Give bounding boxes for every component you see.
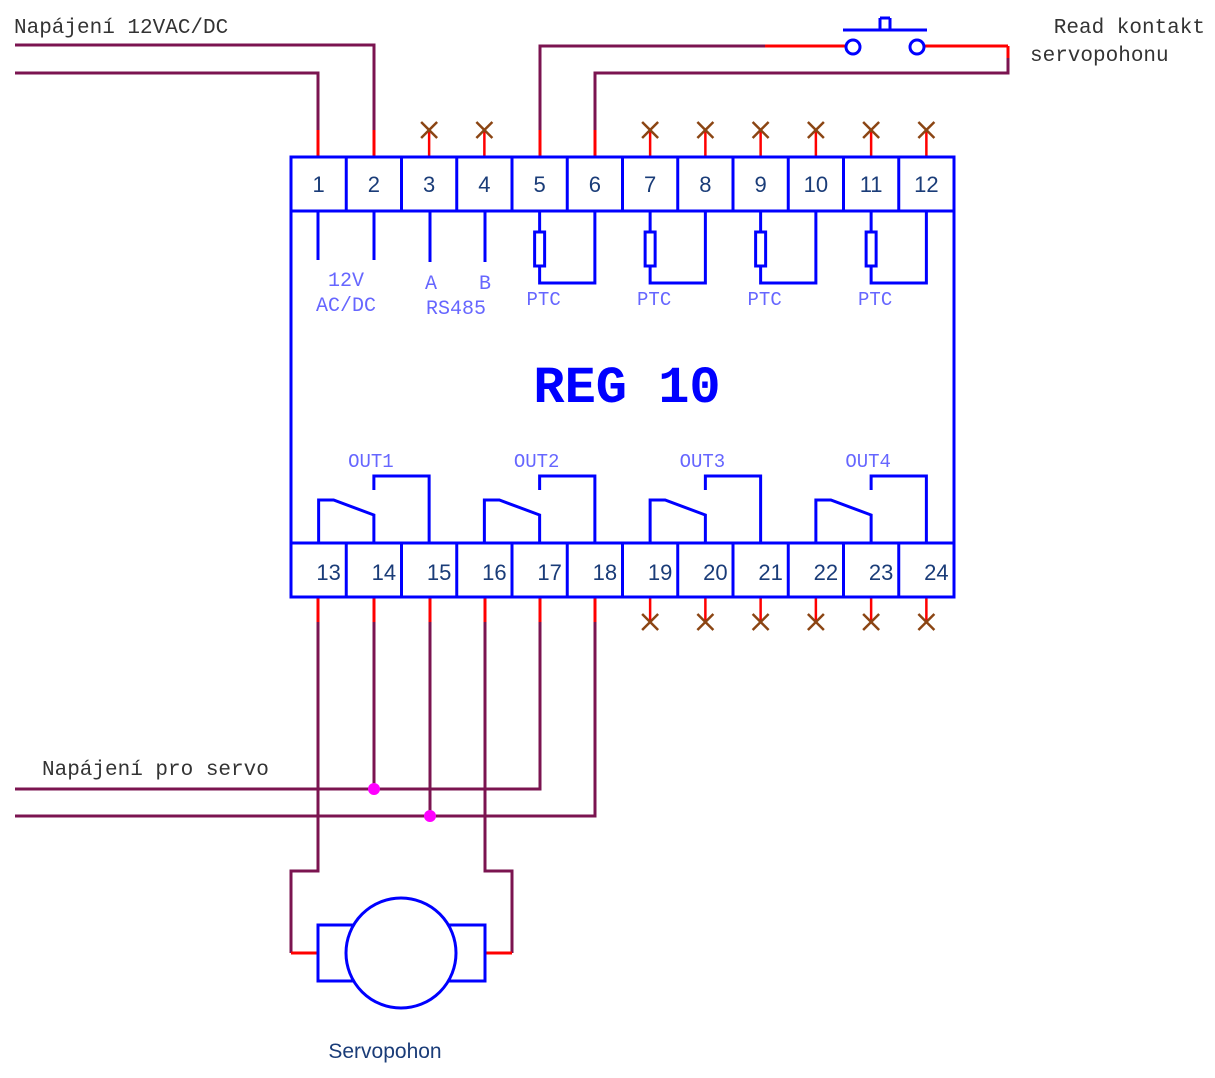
reg10-module bbox=[289, 155, 956, 599]
ptc-label: PTC bbox=[858, 289, 892, 311]
terminal-5: 5 bbox=[534, 172, 546, 197]
unused-terminal-mark-24 bbox=[917, 613, 936, 631]
unused-terminal-mark-9 bbox=[751, 121, 770, 139]
terminal-2: 2 bbox=[368, 172, 380, 197]
relay-output-label: OUT1 bbox=[348, 451, 394, 473]
terminal-24: 24 bbox=[924, 560, 948, 585]
relay-1 bbox=[317, 474, 431, 543]
terminal-6: 6 bbox=[589, 172, 601, 197]
terminal-17: 17 bbox=[537, 560, 561, 585]
relay-3 bbox=[648, 474, 763, 543]
unused-terminal-mark-11 bbox=[862, 121, 881, 139]
motor-wire-terminal-13 bbox=[289, 622, 320, 953]
servo-motor-label: Servopohon bbox=[328, 1040, 441, 1063]
terminal-21: 21 bbox=[758, 560, 782, 585]
motor-symbol bbox=[344, 896, 458, 1010]
reed-wire-terminal-5 bbox=[538, 44, 765, 130]
ptc-label: PTC bbox=[527, 289, 561, 311]
unused-terminal-mark-20 bbox=[696, 613, 715, 631]
terminal-12: 12 bbox=[914, 172, 938, 197]
reed-wire-terminal-6 bbox=[593, 55, 1010, 130]
junctions bbox=[368, 783, 436, 822]
ptc-sensor-4 bbox=[864, 211, 928, 285]
unused-terminal-mark-4 bbox=[475, 121, 494, 139]
reed-contact-label-line2: servopohonu bbox=[1030, 45, 1169, 68]
terminal-15: 15 bbox=[427, 560, 451, 585]
unused-terminal-mark-21 bbox=[751, 613, 770, 631]
ptc-label: PTC bbox=[748, 289, 782, 311]
terminal-stubs bbox=[291, 44, 1010, 955]
power-terminal-label-line2: AC/DC bbox=[316, 295, 376, 318]
unused-terminal-mark-3 bbox=[420, 121, 439, 139]
junction-dot bbox=[368, 783, 380, 795]
terminal-23: 23 bbox=[869, 560, 893, 585]
terminal-16: 16 bbox=[482, 560, 506, 585]
unused-terminal-mark-8 bbox=[696, 121, 715, 139]
rs485-b-label: B bbox=[479, 273, 491, 296]
motor-wire-terminal-16 bbox=[483, 622, 514, 953]
relay-4 bbox=[814, 474, 928, 543]
terminal-19: 19 bbox=[648, 560, 672, 585]
terminal-4: 4 bbox=[478, 172, 490, 197]
terminal-14: 14 bbox=[372, 560, 396, 585]
power-wire-terminal-1 bbox=[15, 71, 320, 130]
rs485-a-label: A bbox=[425, 273, 437, 296]
relay-output-label: OUT2 bbox=[514, 451, 560, 473]
terminal-9: 9 bbox=[755, 172, 767, 197]
relay-2 bbox=[482, 474, 597, 543]
terminal-22: 22 bbox=[814, 560, 838, 585]
power-wire-terminal-2 bbox=[15, 43, 376, 130]
terminal-10: 10 bbox=[804, 172, 828, 197]
unused-marks bbox=[420, 121, 936, 631]
ptc-sensor-2 bbox=[643, 211, 707, 285]
ptc-sensor-1 bbox=[533, 211, 597, 285]
servo-supply-wire-a bbox=[15, 622, 542, 791]
terminal-18: 18 bbox=[593, 560, 617, 585]
terminal-13: 13 bbox=[316, 560, 340, 585]
reed-contact-label-line1: Read kontakt bbox=[1054, 17, 1205, 40]
servo-supply-label: Napájení pro servo bbox=[42, 759, 269, 782]
reed-switch bbox=[843, 16, 927, 56]
ptc-label: PTC bbox=[637, 289, 671, 311]
terminal-1: 1 bbox=[313, 172, 325, 197]
relay-output-label: OUT3 bbox=[680, 451, 726, 473]
servo-motor bbox=[316, 896, 487, 1010]
ptc-sensor-3 bbox=[754, 211, 818, 285]
terminal-7: 7 bbox=[644, 172, 656, 197]
terminal-numbers-bottom: 13 14 15 16 17 18 19 20 21 22 23 24 bbox=[316, 560, 948, 585]
external-wiring bbox=[15, 43, 1010, 953]
terminal-11: 11 bbox=[860, 172, 883, 197]
power-supply-label: Napájení 12VAC/DC bbox=[14, 17, 228, 40]
junction-dot bbox=[424, 810, 436, 822]
terminal-8: 8 bbox=[699, 172, 711, 197]
unused-terminal-mark-23 bbox=[862, 613, 881, 631]
servo-supply-wire-b bbox=[15, 622, 597, 818]
unused-terminal-mark-19 bbox=[641, 613, 660, 631]
module-title: REG 10 bbox=[533, 359, 720, 418]
terminal-3: 3 bbox=[423, 172, 435, 197]
unused-terminal-mark-7 bbox=[641, 121, 660, 139]
power-terminal-label-line1: 12V bbox=[328, 270, 364, 293]
unused-terminal-mark-10 bbox=[806, 121, 825, 139]
terminal-20: 20 bbox=[703, 560, 727, 585]
unused-terminal-mark-12 bbox=[917, 121, 936, 139]
rs485-label: RS485 bbox=[426, 298, 486, 321]
unused-terminal-mark-22 bbox=[806, 613, 825, 631]
relay-output-label: OUT4 bbox=[845, 451, 891, 473]
